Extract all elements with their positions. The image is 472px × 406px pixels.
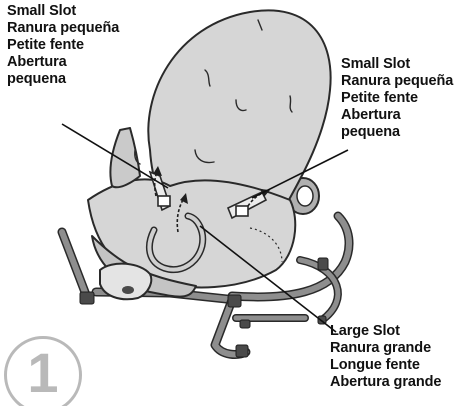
callout-line: Small Slot bbox=[341, 56, 453, 73]
step-number: 1 bbox=[7, 343, 79, 403]
callout-line: Longue fente bbox=[330, 357, 441, 374]
callout-line: pequena bbox=[341, 124, 453, 141]
small-slot-callout-left: Small Slot Ranura pequeña Petite fente A… bbox=[7, 3, 119, 88]
callout-line: Abertura bbox=[7, 54, 119, 71]
small-slot-callout-right: Small Slot Ranura pequeña Petite fente A… bbox=[341, 56, 453, 141]
vibration-unit bbox=[100, 264, 151, 300]
callout-line: Large Slot bbox=[330, 323, 441, 340]
seat-pad bbox=[88, 10, 331, 296]
callout-line: Ranura grande bbox=[330, 340, 441, 357]
large-slot-callout: Large Slot Ranura grande Longue fente Ab… bbox=[330, 323, 441, 391]
callout-line: Small Slot bbox=[7, 3, 119, 20]
callout-line: pequena bbox=[7, 71, 119, 88]
callout-line: Petite fente bbox=[341, 90, 453, 107]
callout-line: Ranura pequeña bbox=[341, 73, 453, 90]
callout-line: Abertura grande bbox=[330, 374, 441, 391]
callout-line: Abertura bbox=[341, 107, 453, 124]
callout-line: Petite fente bbox=[7, 37, 119, 54]
callout-line: Ranura pequeña bbox=[7, 20, 119, 37]
step-number-badge: 1 bbox=[4, 336, 82, 406]
